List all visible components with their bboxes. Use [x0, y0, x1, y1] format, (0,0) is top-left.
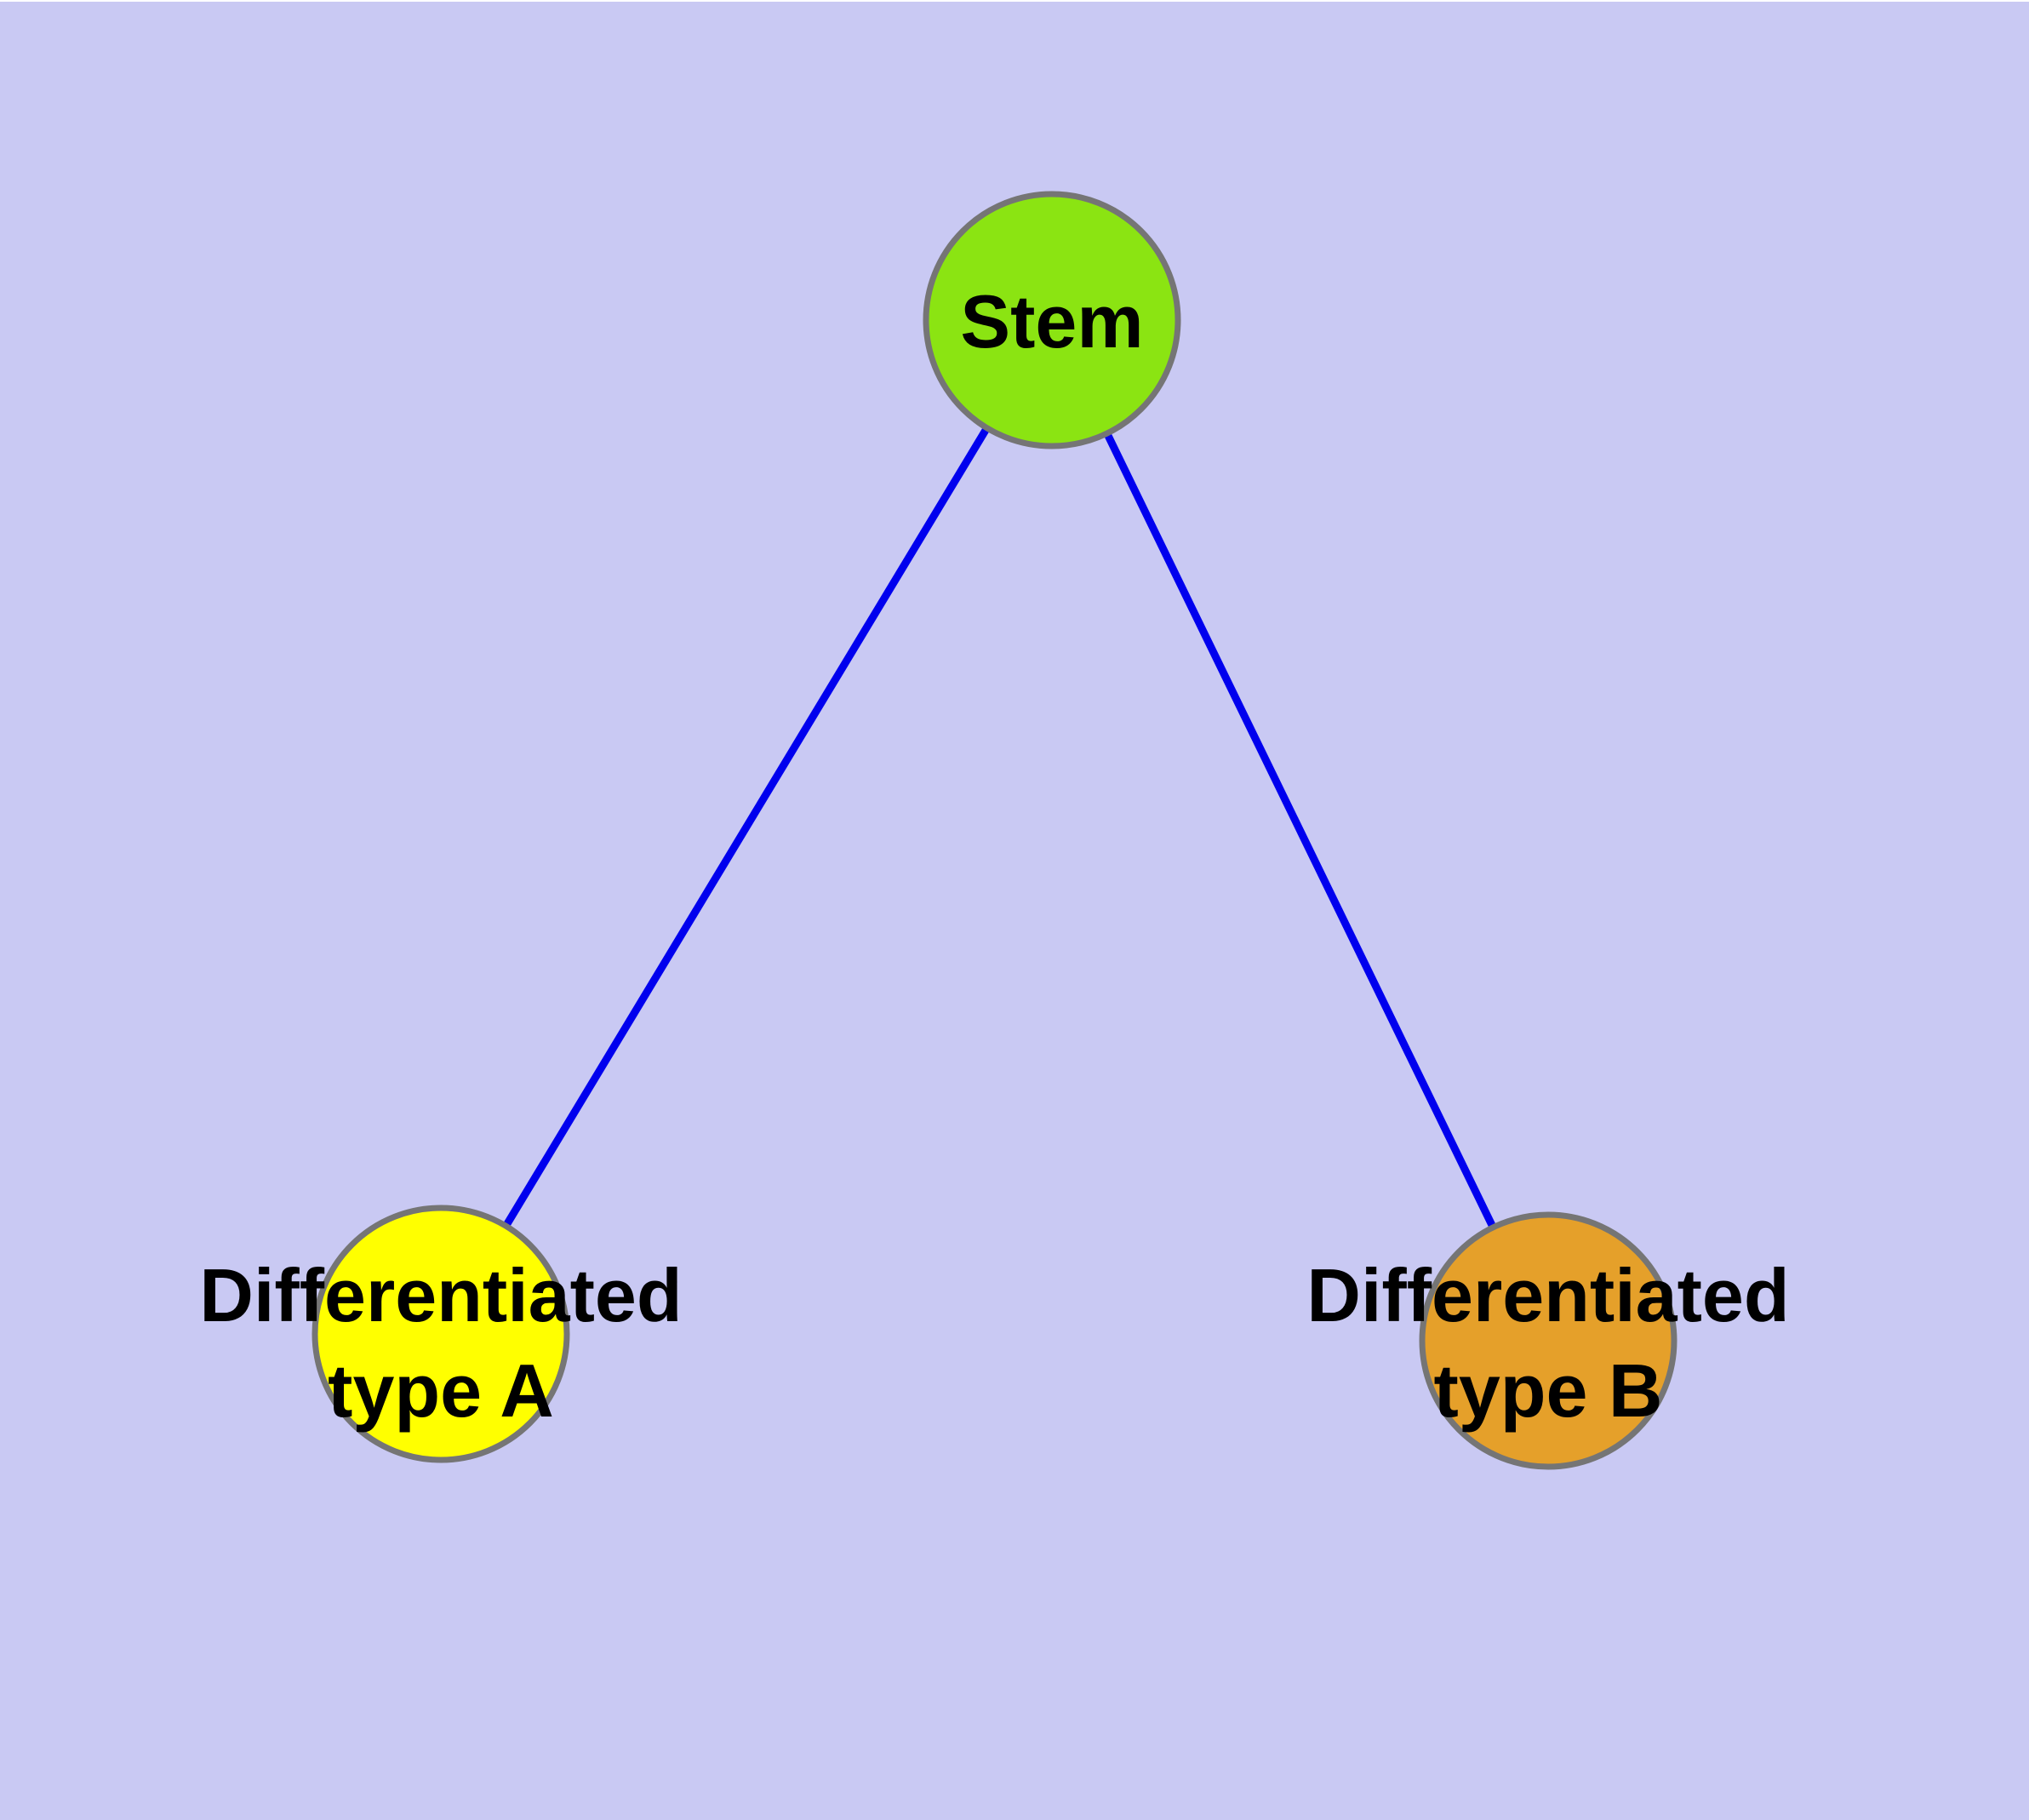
- edge-stem-to-type-a: [437, 318, 1055, 1336]
- node-type-a-circle: [311, 1205, 570, 1463]
- node-stem-circle: [923, 191, 1181, 449]
- node-stem-label: Stem: [960, 279, 1143, 363]
- node-type-b-label-line1: Differentiated: [1306, 1253, 1789, 1337]
- edge-stem-to-type-b: [1048, 318, 1552, 1342]
- node-type-a-label-line2: type A: [328, 1348, 554, 1433]
- node-type-b-circle: [1419, 1211, 1677, 1470]
- node-type-a-label-line1: Differentiated: [199, 1253, 682, 1337]
- node-type-b-label-line2: type B: [1434, 1348, 1663, 1433]
